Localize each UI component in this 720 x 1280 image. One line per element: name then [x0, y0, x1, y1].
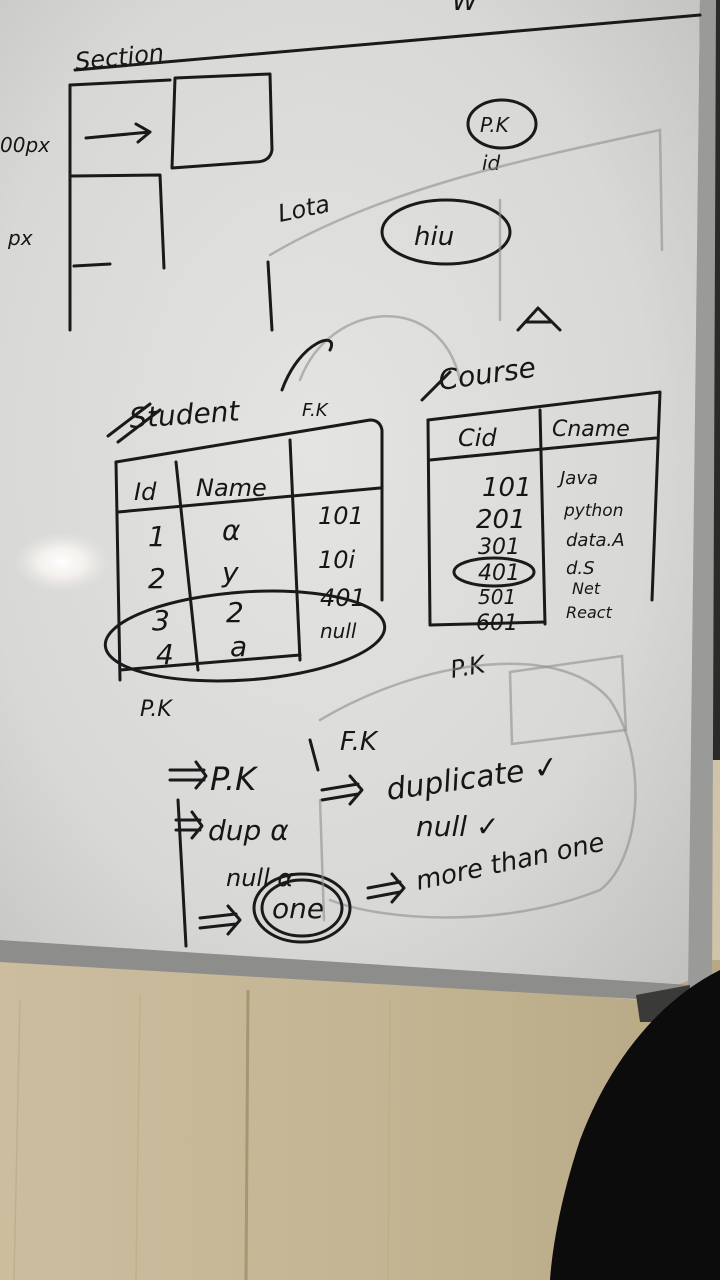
course-row-3-cid: 301	[478, 535, 520, 560]
student-row-1-name: α	[222, 514, 241, 547]
course-row-4-cname: d.S	[566, 558, 595, 579]
pk-point-3: one	[272, 892, 324, 925]
student-row-4-id: 4	[156, 638, 174, 671]
course-row-5-cname: Net	[572, 579, 601, 598]
whiteboard	[0, 0, 700, 1000]
course-row-1-cname: Java	[557, 468, 598, 489]
student-pk-label: P.K	[140, 697, 173, 722]
fk-point-2: null ✓	[416, 810, 499, 843]
course-row-3-cname: data.A	[566, 530, 625, 551]
student-row-1-id: 1	[148, 520, 166, 553]
student-row-2-name: y	[221, 556, 239, 589]
student-table: Student F.K Id Name 1 α 101 2 y 10i 3 2 …	[103, 394, 387, 722]
student-header-id: Id	[134, 478, 157, 506]
whiteboard-frame	[688, 0, 716, 992]
light-glare	[14, 532, 110, 592]
student-pk-circle	[103, 589, 387, 683]
student-row-4-ref: null	[320, 619, 357, 643]
course-header-cid: Cid	[458, 424, 497, 452]
student-fk-label: F.K	[302, 400, 329, 421]
dark-chair	[550, 970, 720, 1280]
student-row-2-id: 2	[148, 562, 166, 595]
student-row-2-ref: 10i	[318, 546, 356, 574]
course-row-4-cid: 401	[478, 561, 520, 586]
relation-arc	[298, 315, 462, 382]
course-row-2-cid: 201	[476, 505, 526, 535]
layout-sketch	[68, 72, 274, 332]
course-row-6-cid: 601	[476, 611, 518, 636]
pk-heading: P.K	[210, 760, 259, 798]
pk-point-1: dup α	[208, 814, 289, 847]
course-row-1-cid: 101	[482, 473, 532, 503]
pk-one-circle	[252, 872, 352, 944]
course-header-cname: Cname	[552, 417, 630, 442]
student-row-1-ref: 101	[318, 502, 364, 530]
relation-circled-word: hiu	[414, 222, 454, 252]
student-row-4-name: a	[230, 630, 247, 663]
student-title: Student	[128, 394, 241, 435]
course-row-4-circle	[452, 556, 536, 588]
size-label-top: 00px	[0, 133, 50, 157]
student-header-name: Name	[196, 474, 267, 502]
student-row-3-id: 3	[152, 604, 170, 637]
course-row-6-cname: React	[566, 603, 613, 622]
relation-arc-ink	[280, 339, 334, 392]
student-row-3-name: 2	[226, 596, 244, 629]
relation-pk-label: P.K	[480, 113, 511, 137]
course-row-5-cid: 501	[478, 585, 516, 609]
course-row-2-cname: python	[563, 501, 623, 521]
size-label-bottom: px	[7, 226, 33, 250]
top-fragment-text: W	[452, 0, 479, 17]
course-table: A Course Cid Cname 101 Java 201 python 3…	[420, 306, 662, 684]
fk-heading: F.K	[340, 727, 379, 757]
